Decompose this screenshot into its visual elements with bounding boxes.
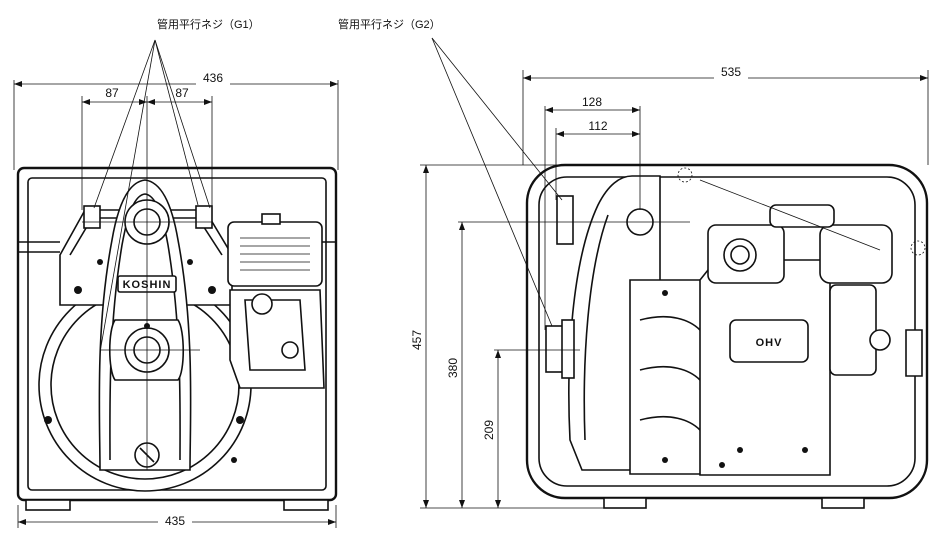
dim-front-bottom-width: 435 (165, 514, 185, 528)
front-view: KOSHIN (16, 166, 338, 511)
dim-side-inlet-height: 209 (482, 420, 496, 440)
dim-side-inner-offset: 112 (588, 119, 607, 133)
dim-side-total-height: 457 (410, 330, 424, 350)
dim-side-total-length: 535 (721, 65, 741, 79)
side-foot-left (603, 497, 647, 509)
label-thread-g1: 管用平行ネジ（G1） (157, 17, 260, 31)
dim-front-top-width: 436 (203, 71, 223, 85)
side-view: OHV (525, 163, 929, 509)
dim-side-outlet-height: 380 (446, 358, 460, 378)
side-air-cleaner (819, 224, 893, 284)
side-frame (525, 163, 929, 500)
dim-front-right-offset: 87 (175, 86, 189, 100)
side-dimensions: 535 128 112 457 380 209 (338, 17, 929, 509)
label-thread-g2: 管用平行ネジ（G2） (338, 17, 441, 31)
front-frame (16, 166, 338, 502)
front-dimensions: 436 87 87 435 管用平行ネジ（G1） (13, 17, 339, 528)
front-foot-right (283, 499, 329, 511)
front-foot-left (25, 499, 71, 511)
engine-ohv-text: OHV (756, 337, 783, 349)
brand-logo-text: KOSHIN (123, 279, 172, 291)
dim-side-outer-offset: 128 (582, 95, 602, 109)
dim-front-left-offset: 87 (105, 86, 119, 100)
side-ohv-cover (729, 319, 809, 363)
side-foot-right (821, 497, 865, 509)
